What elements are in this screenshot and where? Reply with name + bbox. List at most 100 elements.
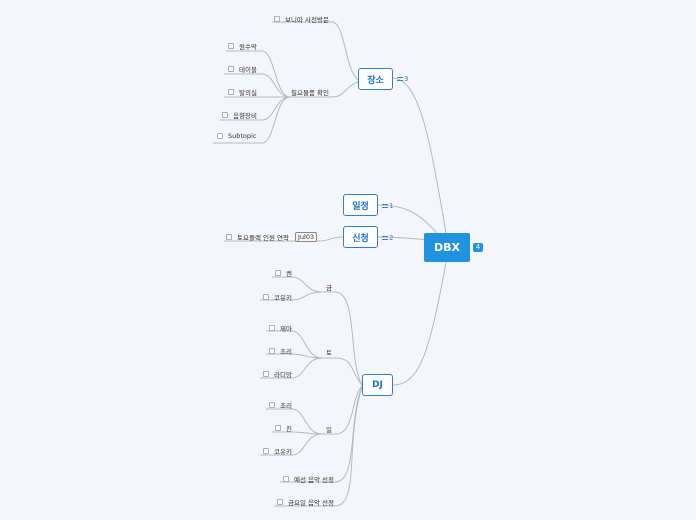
branch-sincheong-label: 신청 [352, 233, 369, 244]
link-dj-fri [322, 291, 363, 386]
link-sincheong-contact [224, 236, 344, 242]
link-sun-2 [272, 431, 323, 435]
topic-dj-item[interactable]: 라디앙 [263, 369, 292, 379]
topic-check-group[interactable]: 필요물품 확인 [291, 89, 329, 97]
topic-dj-sun[interactable]: 일 [326, 426, 332, 434]
topic-label: 테이블 [239, 66, 257, 74]
topic-label: 원수막 [239, 43, 257, 51]
link-root-sincheong [377, 236, 429, 241]
branch-dj-label: DJ [372, 380, 383, 390]
task-checkbox[interactable] [226, 234, 232, 240]
task-checkbox[interactable] [277, 499, 283, 505]
task-checkbox[interactable] [274, 16, 280, 22]
task-checkbox[interactable] [228, 66, 234, 72]
task-checkbox[interactable] [275, 270, 281, 276]
topic-dj-item[interactable]: 초리 [269, 400, 292, 410]
task-checkbox[interactable] [283, 476, 289, 482]
topic-check-item[interactable]: 음향장비 [222, 110, 257, 120]
topic-label: Subtopic [228, 132, 257, 140]
topic-label: 초리 [280, 402, 292, 410]
topic-visit[interactable]: 보니따 사전방문 [274, 14, 329, 24]
link-fri-1 [272, 276, 323, 293]
link-dj-sat [322, 357, 363, 386]
branch-iljeong[interactable]: 일정 [343, 194, 378, 216]
topic-check-item[interactable]: Subtopic [217, 132, 256, 140]
link-root-jangso [392, 77, 447, 234]
link-sat-3 [260, 357, 323, 379]
topic-label: 코유키 [274, 294, 292, 302]
link-sun-1 [266, 408, 323, 435]
topic-dj-item[interactable]: 제아 [269, 323, 292, 333]
topic-label: 음향장비 [233, 112, 257, 120]
link-jangso-visit [272, 21, 359, 81]
branch-dj[interactable]: DJ [362, 374, 393, 396]
topic-dj-item[interactable]: 진 [275, 423, 292, 433]
root-node[interactable]: DBX [424, 233, 470, 262]
task-checkbox[interactable] [269, 325, 275, 331]
list-icon [382, 204, 388, 208]
root-label: DBX [434, 241, 460, 254]
branch-sincheong-count: 2 [382, 234, 393, 242]
branch-sincheong-count-value: 2 [389, 234, 394, 242]
task-checkbox[interactable] [263, 371, 269, 377]
topic-check-item[interactable]: 원수막 [228, 41, 257, 51]
topic-dj-item[interactable]: 코유키 [263, 446, 292, 456]
link-root-dj [392, 261, 447, 386]
topic-dj-item[interactable]: 코유키 [263, 292, 292, 302]
topic-contact[interactable]: 토요플랙 인원 연락 Jul03 [226, 232, 318, 242]
topic-label: 진 [286, 425, 292, 433]
topic-contact-label: 토요플랙 인원 연락 [237, 234, 289, 242]
topic-dj-final[interactable]: 금요일 음악 선정 [277, 497, 334, 507]
topic-label: 켄 [286, 270, 292, 278]
topic-label: 라디앙 [274, 371, 292, 379]
branch-iljeong-count-value: 1 [389, 202, 394, 210]
task-checkbox[interactable] [217, 133, 223, 139]
topic-dj-item[interactable]: 초리 [269, 346, 292, 356]
link-check-item1 [226, 50, 291, 98]
link-root-iljeong [377, 204, 438, 234]
task-checkbox[interactable] [222, 112, 228, 118]
topic-dj-fri[interactable]: 금 [326, 284, 332, 292]
link-check-item2 [224, 73, 291, 98]
topic-label: 초리 [280, 348, 292, 356]
task-checkbox[interactable] [228, 43, 234, 49]
topic-check-item[interactable]: 탈의실 [228, 87, 257, 97]
task-checkbox[interactable] [269, 402, 275, 408]
date-tag[interactable]: Jul03 [294, 232, 318, 242]
task-checkbox[interactable] [263, 294, 269, 300]
link-dj-final [274, 386, 363, 507]
link-dj-sun [322, 385, 363, 435]
topic-dj-item[interactable]: 켄 [275, 268, 292, 278]
list-icon [382, 236, 388, 240]
branch-iljeong-label: 일정 [352, 201, 369, 212]
topic-dj-sat[interactable]: 토 [326, 349, 332, 357]
branch-jangso-count-value: 3 [404, 75, 409, 83]
branch-jangso-count: 3 [397, 75, 408, 83]
link-fri-2 [260, 291, 323, 301]
link-check-item5 [213, 96, 291, 144]
topic-label: 제아 [280, 325, 292, 333]
branch-jangso-label: 장소 [367, 75, 384, 86]
branch-iljeong-count: 1 [382, 202, 393, 210]
branch-jangso[interactable]: 장소 [358, 68, 393, 90]
link-jangso-check [276, 81, 359, 98]
link-sat-2 [266, 353, 323, 359]
topic-check-item[interactable]: 테이블 [228, 64, 257, 74]
topic-label: 탈의실 [239, 89, 257, 97]
topic-label: 예선 음악 선정 [294, 476, 335, 484]
topic-label: 금요일 음악 선정 [288, 499, 334, 507]
task-checkbox[interactable] [228, 89, 234, 95]
list-icon [397, 77, 403, 81]
branch-sincheong[interactable]: 신청 [343, 226, 378, 248]
task-checkbox[interactable] [275, 425, 281, 431]
root-badge: 4 [473, 243, 483, 252]
task-checkbox[interactable] [269, 348, 275, 354]
topic-visit-label: 보니따 사전방문 [285, 16, 329, 24]
topic-label: 코유키 [274, 448, 292, 456]
task-checkbox[interactable] [263, 448, 269, 454]
link-sat-1 [266, 330, 323, 359]
link-sun-3 [260, 433, 323, 456]
topic-dj-prelim[interactable]: 예선 음악 선정 [283, 474, 334, 484]
